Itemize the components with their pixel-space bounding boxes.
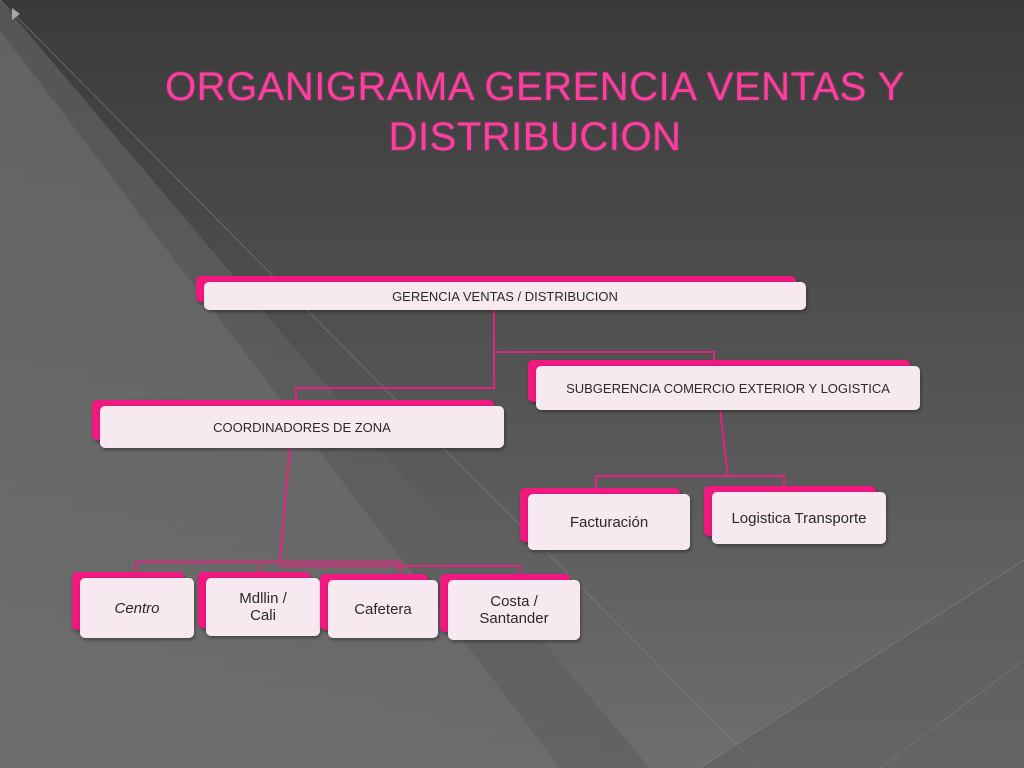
node-subgerencia-label: SUBGERENCIA COMERCIO EXTERIOR Y LOGISTIC…	[536, 366, 920, 410]
node-mdllin-cali-label: Mdllin / Cali	[206, 578, 320, 636]
node-facturacion: Facturación	[520, 488, 690, 550]
node-logistica-transporte: Logistica Transporte	[704, 486, 886, 544]
node-subgerencia: SUBGERENCIA COMERCIO EXTERIOR Y LOGISTIC…	[528, 360, 920, 410]
node-logistica-transporte-label: Logistica Transporte	[712, 492, 886, 544]
slide-title: ORGANIGRAMA GERENCIA VENTAS Y DISTRIBUCI…	[165, 65, 905, 159]
node-mdllin-cali: Mdllin / Cali	[198, 572, 320, 636]
node-coordinadores-zona-label: COORDINADORES DE ZONA	[100, 406, 504, 448]
node-gerencia-ventas: GERENCIA VENTAS / DISTRIBUCION	[196, 276, 806, 310]
node-gerencia-ventas-label: GERENCIA VENTAS / DISTRIBUCION	[204, 282, 806, 310]
bullet-arrow-icon	[12, 8, 20, 20]
node-costa-santander: Costa / Santander	[440, 574, 580, 640]
node-facturacion-label: Facturación	[528, 494, 690, 550]
node-cafetera-label: Cafetera	[328, 580, 438, 638]
node-centro-label: Centro	[80, 578, 194, 638]
node-costa-santander-label: Costa / Santander	[448, 580, 580, 640]
node-coordinadores-zona: COORDINADORES DE ZONA	[92, 400, 504, 448]
node-cafetera: Cafetera	[320, 574, 438, 638]
node-centro: Centro	[72, 572, 194, 638]
